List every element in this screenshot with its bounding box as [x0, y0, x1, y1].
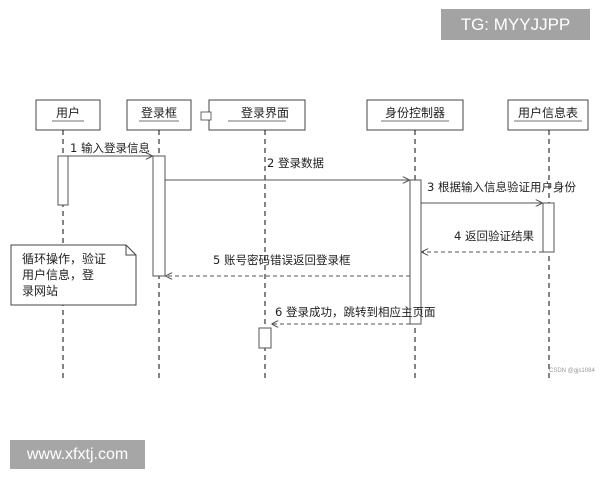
- note-line-3: 录网站: [22, 284, 58, 298]
- message-6-label: 6 登录成功，跳转到相应主页面: [275, 305, 435, 319]
- activation-user-info-table: [542, 202, 555, 253]
- note: 循环操作，验证 用户信息，登 录网站: [10, 244, 137, 306]
- participant-login-box-label: 登录框: [141, 105, 177, 120]
- note-line-2: 用户信息，登: [22, 267, 94, 282]
- participant-auth-controller-label: 身份控制器: [385, 105, 445, 120]
- message-1-label: 1 输入登录信息: [70, 141, 150, 155]
- watermark-bottom: www.xfxtj.com: [10, 440, 145, 469]
- watermark-top: TG: MYYJJPP: [441, 9, 590, 40]
- activation-login-ui: [258, 327, 272, 349]
- participant-auth-controller: 身份控制器: [366, 99, 464, 131]
- message-3-label: 3 根据输入信息验证用户身份: [427, 180, 576, 194]
- boundary-icon: [200, 111, 212, 121]
- activation-user: [57, 155, 69, 206]
- message-5-label: 5 账号密码错误返回登录框: [213, 253, 351, 267]
- participant-login-ui: 登录界面: [200, 99, 306, 131]
- watermark-csdn: CSDN @gjs1084: [549, 368, 595, 374]
- participant-user: 用户: [35, 99, 101, 131]
- activation-login-box: [152, 155, 166, 277]
- participant-user-label: 用户: [56, 105, 80, 120]
- activation-auth-controller: [409, 179, 422, 325]
- message-2-label: 2 登录数据: [267, 156, 324, 170]
- note-line-1: 循环操作，验证: [22, 251, 106, 266]
- participant-user-info-table: 用户信息表: [507, 99, 589, 131]
- participant-login-ui-label: 登录界面: [241, 105, 289, 120]
- message-4-label: 4 返回验证结果: [454, 229, 534, 243]
- participant-login-box: 登录框: [126, 99, 192, 131]
- participant-user-info-table-label: 用户信息表: [518, 105, 578, 120]
